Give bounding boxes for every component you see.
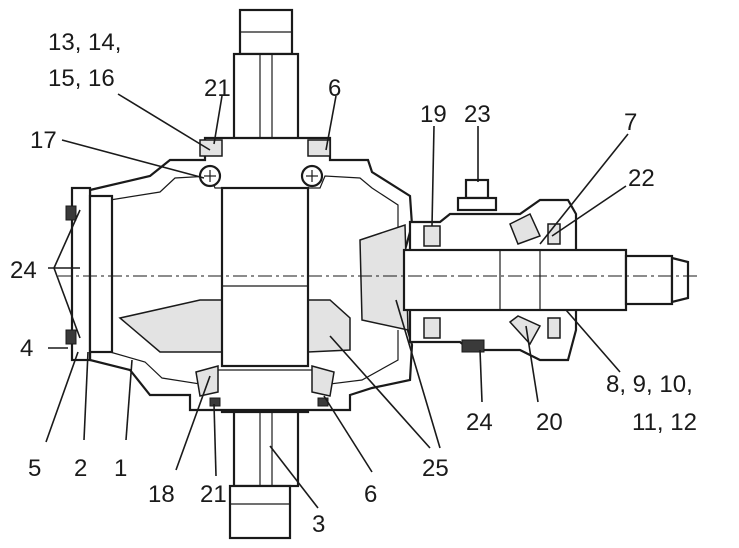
label-20: 20 bbox=[536, 409, 563, 436]
label-1: 1 bbox=[114, 455, 127, 482]
label-19: 19 bbox=[420, 101, 447, 128]
label-24-left: 24 bbox=[10, 257, 37, 284]
part-number-labels: 13, 14, 15, 16 21 6 19 23 7 22 17 24 4 8… bbox=[10, 29, 697, 538]
label-6-top: 6 bbox=[328, 75, 341, 102]
label-25: 25 bbox=[422, 455, 449, 482]
label-11-12: 11, 12 bbox=[632, 409, 697, 436]
label-6-bottom: 6 bbox=[364, 481, 377, 508]
label-17: 17 bbox=[30, 127, 57, 154]
label-21-top: 21 bbox=[204, 75, 231, 102]
label-15-16: 15, 16 bbox=[48, 65, 115, 92]
label-2: 2 bbox=[74, 455, 87, 482]
label-4: 4 bbox=[20, 335, 33, 362]
bottom-bearing-assembly bbox=[195, 365, 335, 407]
leader-lines bbox=[45, 93, 629, 509]
label-13-14: 13, 14, bbox=[48, 29, 121, 56]
label-7: 7 bbox=[624, 109, 637, 136]
label-21-bottom: 21 bbox=[200, 481, 227, 508]
label-3: 3 bbox=[312, 511, 325, 538]
label-24-bottom: 24 bbox=[466, 409, 493, 436]
label-18: 18 bbox=[148, 481, 175, 508]
label-5: 5 bbox=[28, 455, 41, 482]
label-22: 22 bbox=[628, 165, 655, 192]
label-8-9-10: 8, 9, 10, bbox=[606, 371, 693, 398]
top-bearing-assembly bbox=[198, 139, 331, 188]
main-housing bbox=[88, 136, 414, 412]
label-23: 23 bbox=[464, 101, 491, 128]
left-cover-flange bbox=[65, 186, 114, 362]
output-shaft bbox=[402, 248, 690, 312]
